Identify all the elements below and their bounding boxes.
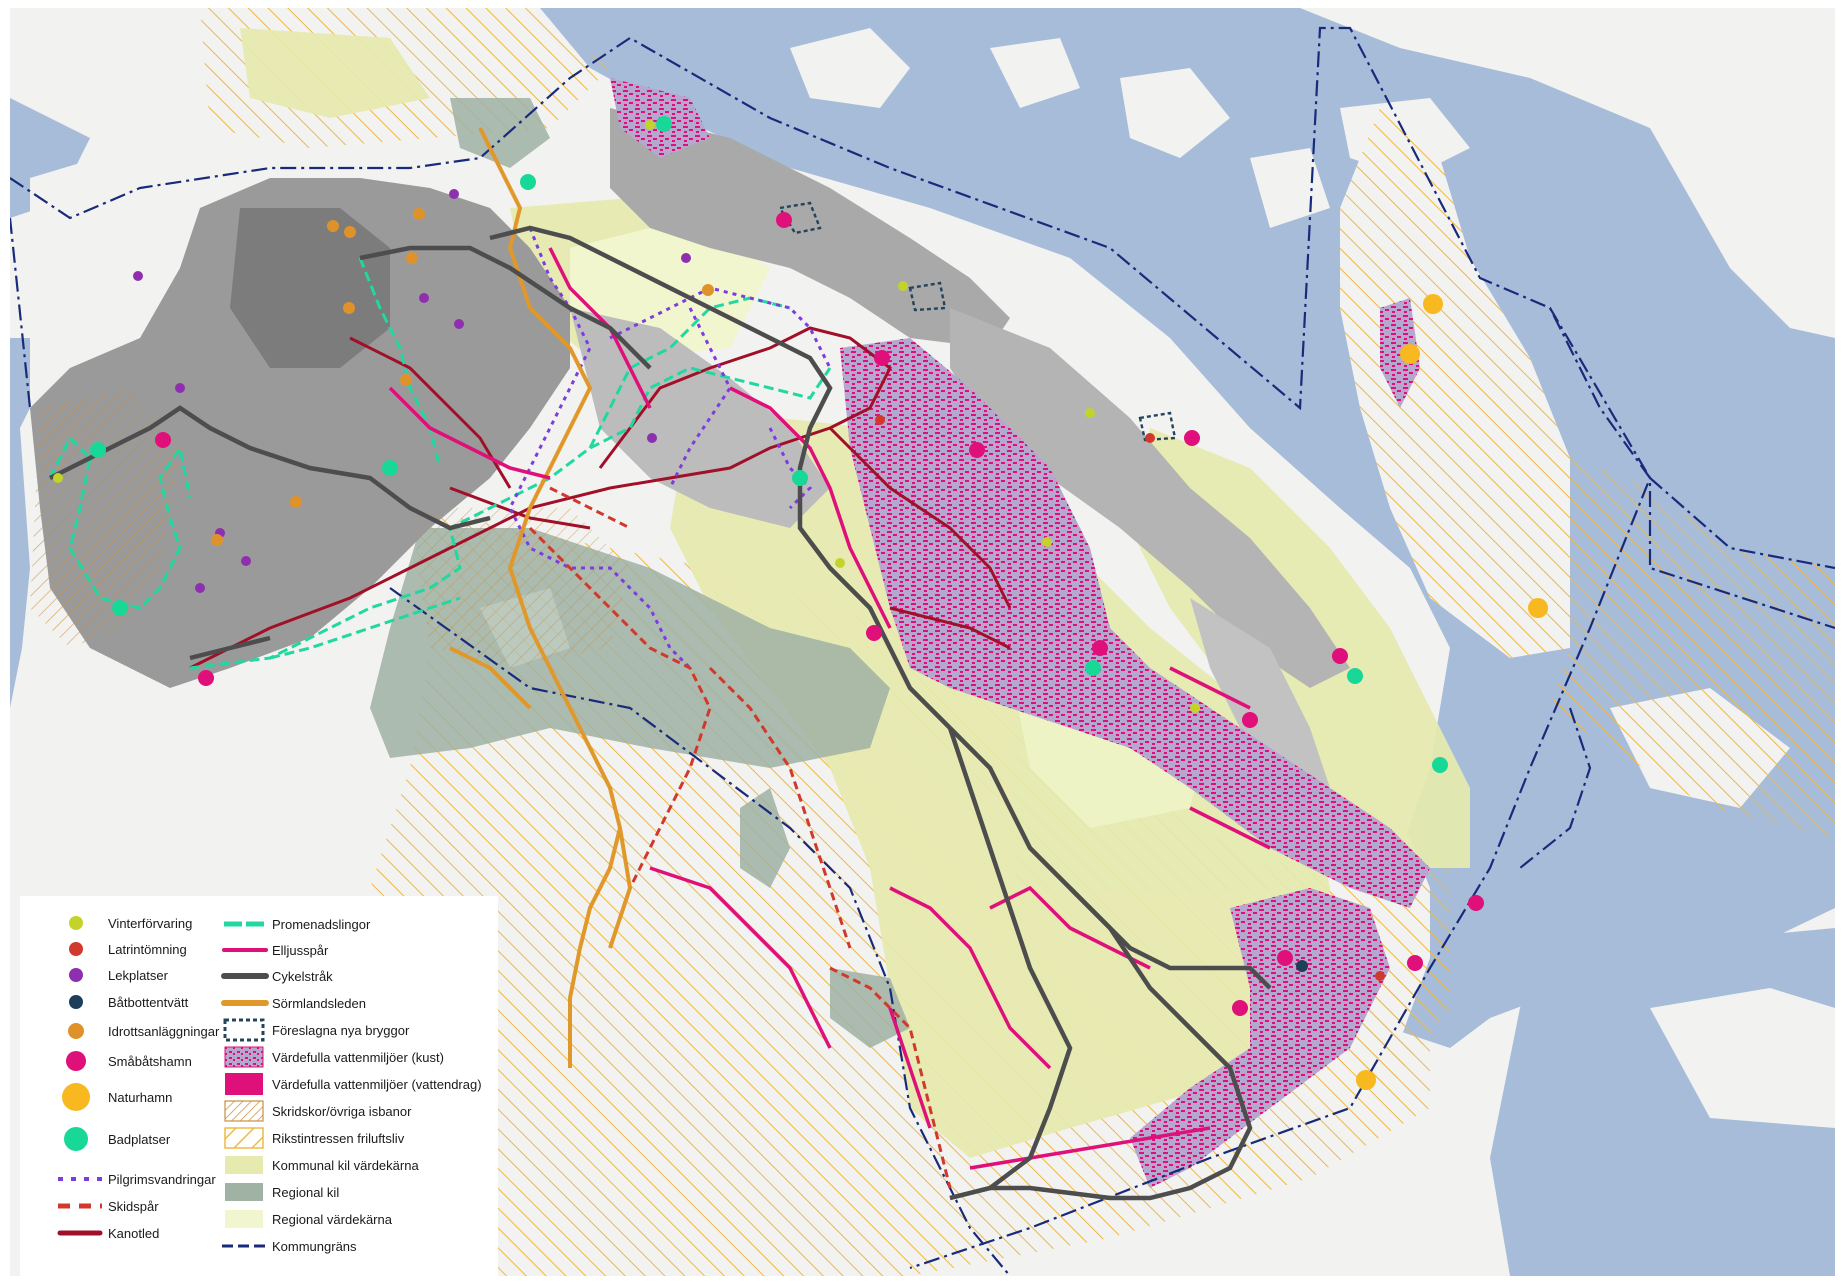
legend-item-elljusspar: Elljusspår xyxy=(220,937,328,963)
legend-item-pilgrimsvandringar: Pilgrimsvandringar xyxy=(56,1166,216,1192)
speckled-box-icon xyxy=(220,1044,270,1070)
legend-item-batbottentvatt: Båtbottentvätt xyxy=(56,989,188,1015)
orange-dot-icon xyxy=(56,1018,106,1044)
yellow-dot-icon xyxy=(56,910,106,936)
poi-markers xyxy=(53,116,1548,1090)
legend-item-kanotled: Kanotled xyxy=(56,1220,159,1246)
cykelstrak-lines xyxy=(48,225,1272,1201)
legend-item-vattenmiljoer-vattendrag: Värdefulla vattenmiljöer (vattendrag) xyxy=(220,1071,482,1097)
legend-item-kommunal-kil: Kommunal kil värdekärna xyxy=(220,1152,419,1178)
purple-dot-icon xyxy=(56,962,106,988)
legend-item-vattenmiljoer-kust: Värdefulla vattenmiljöer (kust) xyxy=(220,1044,444,1070)
legend-item-isbanor: Skridskor/övriga isbanor xyxy=(220,1098,411,1124)
hatched-box-icon xyxy=(220,1098,270,1124)
magenta-line-icon xyxy=(220,937,270,963)
pale-yellow-box-icon xyxy=(220,1152,270,1178)
legend-item-riksintressen: Rikstintressen friluftsliv xyxy=(220,1125,404,1151)
solid-line-icon xyxy=(56,1220,106,1246)
east-island xyxy=(1340,108,1835,838)
legend-item-vinterforvaring: Vinterförvaring xyxy=(56,910,192,936)
legend-item-lekplatser: Lekplatser xyxy=(56,962,168,988)
legend-item-idrottsanlaggningar: Idrottsanläggningar xyxy=(56,1018,219,1044)
map-frame[interactable]: Vinterförvaring Latrintömning Lekplatser… xyxy=(10,8,1835,1276)
light-yellow-box-icon xyxy=(220,1206,270,1232)
legend-item-kommungrans: Kommungräns xyxy=(220,1233,357,1259)
legend-item-promenadslingor: Promenadslingor xyxy=(220,911,370,937)
dotted-line-icon xyxy=(56,1166,106,1192)
navy-dot-icon xyxy=(56,989,106,1015)
elljus-lines xyxy=(388,247,1271,1170)
sormlandsleden-lines xyxy=(449,127,633,1068)
teal-dot-icon xyxy=(56,1124,106,1154)
legend-item-regional-vardekarna: Regional värdekärna xyxy=(220,1206,392,1232)
legend-item-badplatser: Badplatser xyxy=(56,1126,170,1152)
skidspar-lines xyxy=(528,486,952,1189)
isbanor-areas xyxy=(30,388,630,668)
dashed-line-icon xyxy=(56,1193,106,1219)
teal-dashed-line-icon xyxy=(220,911,270,937)
pilgrim-lines xyxy=(508,227,832,670)
legend-item-smabatshamn: Småbåtshamn xyxy=(56,1048,192,1074)
legend-item-latrintomning: Latrintömning xyxy=(56,936,187,962)
legend-item-regional-kil: Regional kil xyxy=(220,1179,339,1205)
dotted-box-icon xyxy=(220,1017,270,1043)
diagonal-box-icon xyxy=(220,1125,270,1151)
dash-line-icon xyxy=(220,1233,270,1259)
magenta-box-icon xyxy=(220,1071,270,1097)
red-dot-icon xyxy=(56,936,106,962)
map-legend: Vinterförvaring Latrintömning Lekplatser… xyxy=(20,896,498,1276)
grey-green-box-icon xyxy=(220,1179,270,1205)
legend-item-skidspar: Skidspår xyxy=(56,1193,159,1219)
legend-item-foreslagna-bryggor: Föreslagna nya bryggor xyxy=(220,1017,409,1043)
legend-item-naturhamn: Naturhamn xyxy=(56,1083,172,1111)
orange-line-icon xyxy=(220,990,270,1016)
magenta-dot-icon xyxy=(56,1048,106,1074)
legend-item-sormlandsleden: Sörmlandsleden xyxy=(220,990,366,1016)
legend-item-cykelstrak: Cykelstråk xyxy=(220,963,333,989)
grey-line-icon xyxy=(220,963,270,989)
gold-dot-icon xyxy=(56,1080,106,1114)
